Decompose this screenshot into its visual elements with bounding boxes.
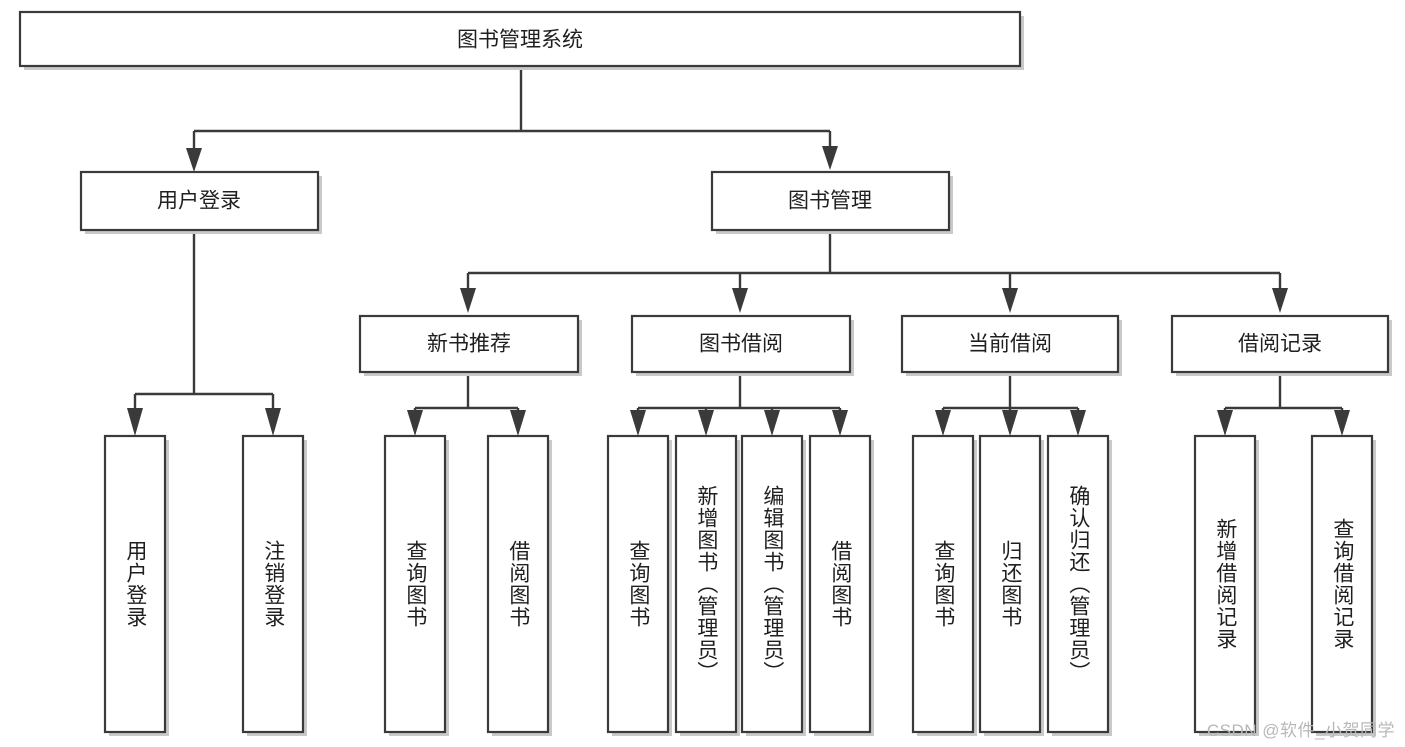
node-leaf-confirm-return[interactable] [1046, 434, 1112, 736]
node-leaf-borrow-book-1[interactable] [486, 434, 552, 736]
node-leaf-return-book-box[interactable] [978, 434, 1042, 734]
node-book-manage-box[interactable] [710, 170, 951, 232]
connector-group-user-login [127, 232, 281, 436]
connector-group-root [186, 68, 838, 172]
node-book-manage-label: 图书管理 [788, 190, 872, 213]
node-leaf-add-book-box[interactable] [674, 434, 738, 734]
node-leaf-borrow-book-2[interactable] [808, 434, 874, 736]
arrow-head-leaf-query-book-1 [407, 410, 423, 436]
node-book-borrow[interactable]: 图书借阅 [630, 314, 854, 376]
csdn-watermark: CSDN @软件_小贺同学 [1206, 721, 1395, 740]
arrow-head-leaf-confirm-return [1070, 410, 1086, 436]
node-leaf-logout-login[interactable] [241, 434, 307, 736]
node-current-borrow[interactable]: 当前借阅 [900, 314, 1122, 376]
arrow-head-book-manage [822, 146, 838, 170]
node-leaf-logout-login-box[interactable] [241, 434, 305, 734]
arrow-head-leaf-edit-book [764, 410, 780, 436]
node-user-login-label: 用户登录 [157, 190, 241, 213]
node-root-label: 图书管理系统 [457, 29, 583, 52]
node-borrow-record-label: 借阅记录 [1238, 333, 1322, 356]
arrow-head-current-borrow [1002, 288, 1018, 313]
arrow-head-leaf-return-book [1002, 410, 1018, 436]
node-leaf-borrow-book-1-box[interactable] [486, 434, 550, 734]
arrow-head-leaf-user-login [127, 408, 143, 436]
arrow-head-leaf-logout-login [265, 408, 281, 436]
arrow-head-leaf-query-record [1334, 410, 1350, 436]
node-leaf-query-book-2-box[interactable] [606, 434, 670, 734]
node-leaf-query-book-3-box[interactable] [911, 434, 975, 734]
node-leaf-user-login[interactable] [103, 434, 169, 736]
node-leaf-query-book-1-box[interactable] [383, 434, 447, 734]
arrow-head-leaf-add-record [1217, 410, 1233, 436]
node-leaf-edit-book[interactable] [740, 434, 806, 736]
arrow-head-leaf-query-book-3 [935, 410, 951, 436]
node-current-borrow-box[interactable] [900, 314, 1120, 374]
node-leaf-query-book-1[interactable] [383, 434, 449, 736]
node-root-box[interactable] [18, 10, 1022, 68]
node-leaf-query-book-3[interactable] [911, 434, 977, 736]
node-leaf-borrow-book-2-box[interactable] [808, 434, 872, 734]
node-root[interactable]: 图书管理系统 [18, 10, 1024, 70]
node-book-borrow-label: 图书借阅 [699, 333, 783, 356]
node-leaf-user-login-box[interactable] [103, 434, 167, 734]
arrow-head-book-borrow [732, 288, 748, 313]
node-user-login-box[interactable] [79, 170, 320, 232]
node-borrow-record-box[interactable] [1170, 314, 1390, 374]
node-leaf-query-record-box[interactable] [1310, 434, 1374, 734]
node-leaf-query-record[interactable] [1310, 434, 1376, 736]
node-book-manage[interactable]: 图书管理 [710, 170, 953, 234]
node-current-borrow-label: 当前借阅 [968, 333, 1052, 356]
connector-group-book-manage [460, 232, 1288, 313]
arrow-head-leaf-query-book-2 [630, 410, 646, 436]
node-leaf-add-record-box[interactable] [1193, 434, 1257, 734]
node-new-book-rec[interactable]: 新书推荐 [358, 314, 582, 376]
arrow-head-borrow-record [1272, 288, 1288, 313]
node-leaf-confirm-return-box[interactable] [1046, 434, 1110, 734]
arrow-head-leaf-add-book [698, 410, 714, 436]
arrow-head-leaf-borrow-book-1 [510, 410, 526, 436]
arrow-head-user-login [186, 148, 202, 172]
node-leaf-query-book-2[interactable] [606, 434, 672, 736]
connector-group-borrow-record [1217, 373, 1350, 436]
connector-group-current-borrow [935, 373, 1086, 436]
arrow-head-new-book-rec [460, 288, 476, 313]
connector-group-book-borrow [630, 373, 848, 436]
node-leaf-edit-book-box[interactable] [740, 434, 804, 734]
node-new-book-rec-box[interactable] [358, 314, 580, 374]
node-leaf-add-book[interactable] [674, 434, 740, 736]
arrow-head-leaf-borrow-book-2 [832, 410, 848, 436]
node-leaf-add-record[interactable] [1193, 434, 1259, 736]
node-borrow-record[interactable]: 借阅记录 [1170, 314, 1392, 376]
connector-group-new-book-rec [407, 373, 526, 436]
node-user-login[interactable]: 用户登录 [79, 170, 322, 234]
node-book-borrow-box[interactable] [630, 314, 852, 374]
node-leaf-return-book[interactable] [978, 434, 1044, 736]
node-new-book-rec-label: 新书推荐 [427, 333, 511, 356]
